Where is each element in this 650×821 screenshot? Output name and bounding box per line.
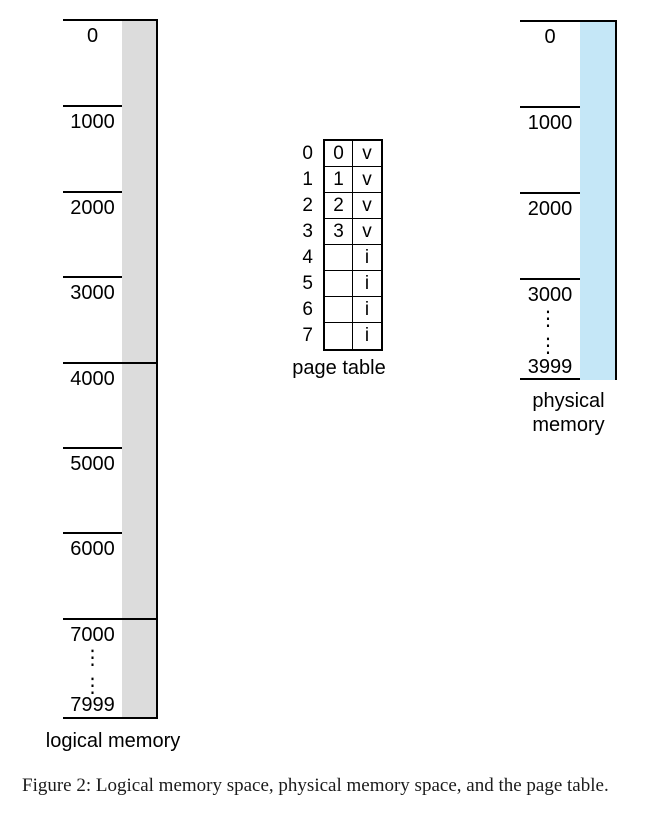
physical-bottom-line bbox=[520, 378, 580, 380]
logical-vertical-ellipsis-2: ⋮ bbox=[82, 673, 103, 697]
logical-5000-tick bbox=[63, 447, 122, 449]
physical-address-end: 3999 bbox=[527, 356, 573, 378]
page-table-valid-cell: v bbox=[353, 219, 381, 245]
page-table-frame-cell: 2 bbox=[325, 193, 353, 219]
physical-top-line bbox=[520, 20, 617, 22]
logical-6000-tick bbox=[63, 532, 122, 534]
page-table-index-7: 7 bbox=[302, 325, 313, 346]
page-table-index-0: 0 bbox=[302, 143, 313, 164]
page-table-valid-cell: i bbox=[353, 271, 381, 297]
logical-memory-strip bbox=[122, 19, 158, 719]
page-table-valid-cell: i bbox=[353, 297, 381, 323]
page-table-frame-cell: 1 bbox=[325, 167, 353, 193]
page-table: 0 v 1 v 2 v 3 v i i i i bbox=[323, 139, 383, 351]
logical-address-7000: 7000 bbox=[70, 624, 115, 646]
logical-memory-title: logical memory bbox=[45, 730, 181, 752]
page-table-index-3: 3 bbox=[302, 221, 313, 242]
logical-address-0: 0 bbox=[86, 25, 99, 47]
physical-address-0: 0 bbox=[544, 26, 556, 48]
logical-address-2000: 2000 bbox=[70, 197, 115, 219]
page-table-index-4: 4 bbox=[302, 247, 313, 268]
logical-address-3000: 3000 bbox=[70, 282, 115, 304]
page-table-title: page table bbox=[292, 357, 386, 379]
logical-1000-tick bbox=[63, 105, 122, 107]
page-table-index-1: 1 bbox=[302, 169, 313, 190]
logical-address-6000: 6000 bbox=[70, 538, 115, 560]
physical-memory-strip bbox=[580, 20, 617, 380]
logical-vertical-ellipsis-1: ⋮ bbox=[82, 645, 103, 669]
figure-caption: Figure 2: Logical memory space, physical… bbox=[22, 775, 609, 796]
logical-3000-tick bbox=[63, 276, 122, 278]
logical-bottom-line bbox=[63, 717, 158, 719]
logical-2000-tick bbox=[63, 191, 122, 193]
page-table-frame-cell bbox=[325, 245, 353, 271]
logical-address-5000: 5000 bbox=[70, 453, 115, 475]
physical-1000-tick bbox=[520, 106, 580, 108]
physical-address-2000: 2000 bbox=[527, 198, 573, 220]
physical-vertical-ellipsis-2: ⋮ bbox=[538, 333, 558, 357]
logical-7000-line bbox=[63, 618, 158, 620]
physical-2000-tick bbox=[520, 192, 580, 194]
physical-address-3000: 3000 bbox=[527, 284, 573, 306]
page-table-index-2: 2 bbox=[302, 195, 313, 216]
physical-3000-tick bbox=[520, 278, 580, 280]
physical-memory-title: physical memory bbox=[532, 390, 605, 436]
page-table-frame-cell bbox=[325, 323, 353, 349]
physical-address-1000: 1000 bbox=[527, 112, 573, 134]
page-table-valid-cell: v bbox=[353, 141, 381, 167]
page-table-valid-cell: v bbox=[353, 193, 381, 219]
page-table-valid-cell: v bbox=[353, 167, 381, 193]
page-table-valid-cell: i bbox=[353, 245, 381, 271]
page-table-valid-cell: i bbox=[364, 325, 370, 346]
logical-top-line bbox=[63, 19, 158, 21]
page-table-frame-cell: 3 bbox=[325, 219, 353, 245]
logical-address-1000: 1000 bbox=[70, 111, 115, 133]
page-table-frame-cell: 0 bbox=[325, 141, 353, 167]
logical-4000-line bbox=[63, 362, 158, 364]
page-table-frame-cell bbox=[325, 271, 353, 297]
page-table-index-5: 5 bbox=[302, 273, 313, 294]
physical-vertical-ellipsis-1: ⋮ bbox=[538, 306, 558, 330]
page-table-frame-cell bbox=[325, 297, 353, 323]
logical-address-4000: 4000 bbox=[70, 368, 115, 390]
logical-address-end: 7999 bbox=[70, 694, 115, 716]
page-table-index-6: 6 bbox=[302, 299, 313, 320]
